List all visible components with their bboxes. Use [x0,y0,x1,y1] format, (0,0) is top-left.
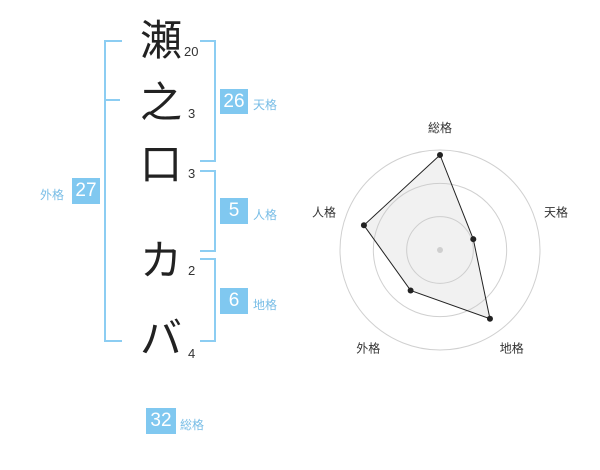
chikaku-label: 地格 [253,298,278,312]
stroke-count-2: 3 [188,106,196,121]
stroke-count-5: 4 [188,346,196,361]
gaikaku-bracket [104,40,122,342]
soukaku-label: 総格 [180,418,205,432]
chikaku-value: 6 [220,288,248,314]
radar-point-4 [407,287,414,294]
radar-center [437,247,443,253]
radar-axis-label-3: 地格 [500,341,524,356]
radar-axis-label-5: 人格 [312,204,336,219]
radar-axis-label-2: 天格 [544,204,568,219]
soukaku-value: 32 [146,408,176,434]
jinkaku-bracket [200,170,216,252]
radar-ring-2 [372,182,508,318]
radar-axis-label-1: 総格 [428,120,452,135]
gaikaku-value: 27 [72,178,100,204]
stroke-count-4: 2 [188,263,196,278]
chikaku-bracket [200,258,216,342]
name-char-4: カ [139,236,182,285]
stroke-count-3: 3 [188,166,196,181]
name-char-5: バ [139,314,182,363]
bracket-divider [104,99,120,101]
radar-point-1 [437,152,443,158]
gaikaku-label: 外格 [40,188,65,202]
tenkaku-value: 26 [220,89,248,114]
name-char-2: 之 [139,78,182,127]
radar-point-3 [486,315,493,322]
tenkaku-label: 天格 [253,98,278,112]
stroke-count-1: 20 [184,44,199,59]
radar-point-2 [470,236,477,243]
radar-axis-label-4: 外格 [356,341,380,356]
radar-polygon [363,154,491,320]
radar-ring-3 [339,149,541,351]
radar-ring-1 [406,216,474,284]
jinkaku-label: 人格 [253,208,278,222]
radar-point-5 [360,222,367,229]
tenkaku-bracket [200,40,216,162]
name-char-3: 口 [139,140,182,189]
name-char-1: 瀬 [139,16,182,65]
jinkaku-value: 5 [220,198,248,224]
